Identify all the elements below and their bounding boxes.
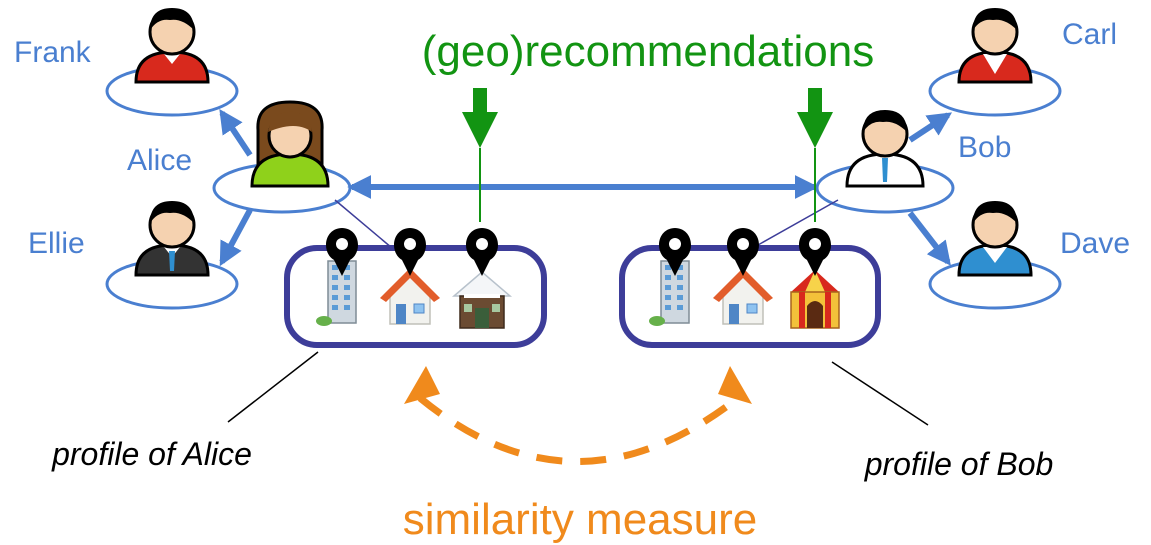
alice-avatar-icon (250, 100, 330, 188)
ellie-avatar-icon (134, 201, 210, 277)
link-alice-ellie (219, 208, 253, 267)
frank-avatar-icon (134, 8, 210, 84)
alice-profile-connector (334, 199, 393, 249)
bob-profile-pointer (831, 361, 929, 426)
profile-of-bob-label: profile of Bob (864, 446, 1054, 482)
link-alice-frank (219, 109, 253, 157)
recommendations-label: (geo)recommendations (422, 27, 874, 76)
carl-name: Carl (1062, 18, 1117, 51)
profile-of-alice-label: profile of Alice (51, 436, 252, 472)
similarity-arrow (404, 366, 752, 465)
bob-profile-connector (757, 199, 839, 246)
frank-name: Frank (14, 36, 92, 69)
bob-avatar-icon (845, 110, 925, 188)
recommendation-arrow-left (462, 88, 498, 222)
ellie-name: Ellie (28, 227, 85, 260)
alice-profile-pointer (227, 351, 319, 423)
dave-name: Dave (1060, 227, 1130, 260)
link-bob-dave (907, 211, 951, 266)
dave-avatar-icon (957, 201, 1033, 277)
recommendation-arrow-right (797, 88, 833, 222)
social-links (219, 109, 953, 267)
alice-name: Alice (127, 144, 192, 177)
bob-name: Bob (958, 131, 1011, 164)
similarity-measure-label: similarity measure (403, 495, 758, 544)
carl-avatar-icon (957, 8, 1033, 84)
link-bob-carl (908, 112, 953, 143)
